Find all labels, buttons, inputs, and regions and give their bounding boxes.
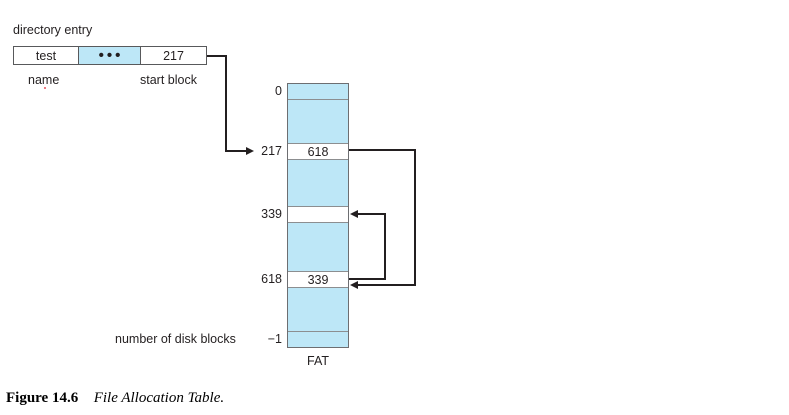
figure-number: Figure 14.6 xyxy=(6,390,79,406)
dir-to-fat-arrowhead xyxy=(246,146,254,155)
fat-row-618: 339 xyxy=(288,271,348,288)
dir-to-fat-segment-horizontal-top xyxy=(207,55,227,57)
fat-index-label-217: 217 xyxy=(261,144,282,158)
fat-row-339 xyxy=(288,206,348,223)
link-217-to-618-arrowhead xyxy=(350,280,358,289)
start-block-label: start block xyxy=(140,73,197,87)
fat-index-label-618: 618 xyxy=(261,272,282,286)
link-217-to-618-horizontal-bottom xyxy=(358,284,416,286)
link-618-to-339-arrowhead xyxy=(350,209,358,218)
number-of-disk-blocks-label: number of disk blocks xyxy=(115,332,236,346)
directory-entry-start-block-cell: 217 xyxy=(163,48,184,63)
link-217-to-618-vertical xyxy=(414,149,416,286)
link-618-to-339-horizontal-bottom xyxy=(349,278,386,280)
directory-entry-box: test ••• 217 xyxy=(13,46,207,65)
fat-table: 618 339 xyxy=(287,83,349,348)
name-marker-dot xyxy=(44,87,46,89)
dir-to-fat-segment-horizontal-bottom xyxy=(225,150,247,152)
fat-row-0 xyxy=(288,84,348,100)
link-217-to-618-horizontal-top xyxy=(349,149,416,151)
fat-index-label-0: 0 xyxy=(275,84,282,98)
link-618-to-339-vertical xyxy=(384,213,386,280)
fat-row-minus-1 xyxy=(288,331,348,347)
directory-entry-heading: directory entry xyxy=(13,23,93,37)
link-618-to-339-horizontal-top xyxy=(358,213,386,215)
fat-index-label-minus-1: −1 xyxy=(267,332,282,346)
directory-entry-name-cell: test xyxy=(35,48,57,63)
name-label: name xyxy=(28,73,60,87)
figure-title: File Allocation Table. xyxy=(93,390,225,406)
dir-to-fat-segment-vertical xyxy=(225,55,227,151)
fat-caption: FAT xyxy=(307,354,329,368)
directory-entry-ellipsis-cell: ••• xyxy=(78,47,141,64)
fat-index-label-339: 339 xyxy=(261,207,282,221)
fat-row-217: 618 xyxy=(288,143,348,160)
figure-caption: Figure 14.6 File Allocation Table. xyxy=(6,390,224,407)
